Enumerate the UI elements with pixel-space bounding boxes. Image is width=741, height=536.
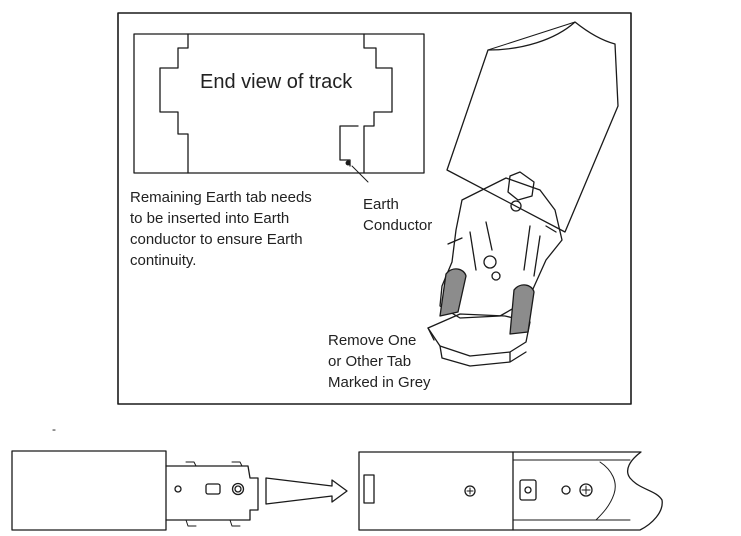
end-view-title: End view of track	[200, 71, 353, 93]
insertion-arrow-icon	[265, 477, 348, 505]
track-rivet-icon	[561, 485, 571, 495]
connector-body-edge	[487, 21, 576, 51]
track-screw-icon	[464, 485, 476, 497]
track-cross-screw-icon	[579, 483, 593, 497]
bottom-connector-prong	[165, 465, 259, 521]
remove-tab-note: Remove One or Other Tab Marked in Grey	[328, 332, 431, 391]
rivet-icon	[174, 485, 182, 493]
earth-conductor-dot	[345, 160, 351, 166]
grey-tab-left	[439, 268, 467, 317]
connector-mechanism	[427, 171, 563, 367]
track-section	[358, 451, 663, 531]
connector-body	[446, 21, 619, 233]
earth-conductor-label: Earth Conductor	[363, 196, 433, 234]
stray-mark: -	[52, 422, 56, 436]
remaining-earth-tab-note: Remaining Earth tab needs to be inserted…	[130, 189, 312, 269]
earth-conductor-leader	[351, 165, 369, 183]
bottom-connector-body	[11, 450, 167, 531]
cross-screw-icon	[231, 482, 245, 496]
track-profile-left	[159, 33, 189, 174]
grey-tab-right	[509, 284, 535, 335]
track-end-slot	[363, 474, 375, 504]
track-profile-right	[363, 33, 393, 174]
earth-conductor-shape	[339, 125, 359, 167]
slot	[205, 483, 221, 495]
end-view-box	[133, 33, 425, 174]
top-panel-frame	[117, 12, 632, 405]
